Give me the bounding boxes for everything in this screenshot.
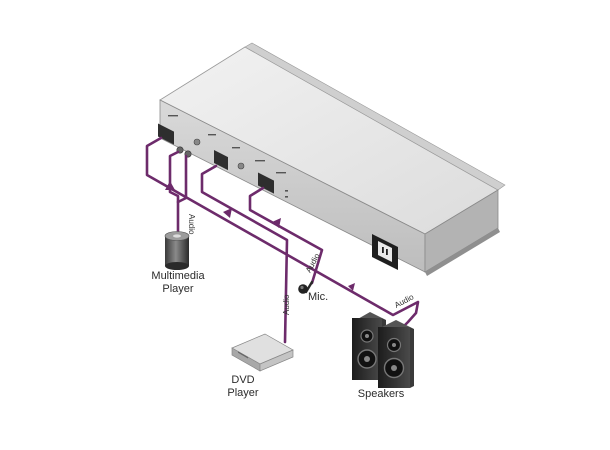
cable-speakers xyxy=(145,136,420,332)
knob-2 xyxy=(237,162,245,170)
speakers-label: Speakers xyxy=(346,388,416,401)
panel-markings xyxy=(168,115,288,198)
speaker-left xyxy=(352,312,386,380)
multimedia-player-label: Multimedia Player xyxy=(138,270,218,296)
microphone-icon xyxy=(298,280,314,294)
arrow-mic xyxy=(272,218,281,228)
speaker-right xyxy=(378,320,414,388)
arrow-dvd xyxy=(223,208,232,218)
device-bottom-rim xyxy=(425,228,500,276)
cable-label-multimedia: Audio xyxy=(187,214,196,235)
audio-device xyxy=(158,42,506,276)
cable-multimedia-player xyxy=(168,150,180,234)
cable-dvd-player xyxy=(200,164,289,344)
cable-arrows xyxy=(165,181,355,291)
mic-label: Mic. xyxy=(308,291,338,304)
cylinder-player-icon xyxy=(164,231,190,270)
mic-label-text: Mic. xyxy=(308,291,329,303)
terminal-block-1 xyxy=(158,123,174,145)
arrow-speakers xyxy=(348,283,355,291)
knob-1 xyxy=(193,138,201,146)
power-socket-icon xyxy=(372,234,398,270)
multimedia-player-label-line2: Player xyxy=(162,283,194,295)
cable-mic xyxy=(248,186,324,285)
dvd-player-label: DVD Player xyxy=(218,374,268,400)
speakers-label-text: Speakers xyxy=(357,388,405,400)
dvd-player-label-line1: DVD xyxy=(231,374,255,386)
device-rear-lip xyxy=(244,42,506,191)
cable-multimedia-player-b xyxy=(176,154,188,204)
dvd-player-icon xyxy=(231,333,294,372)
speaker-pair-icon xyxy=(352,312,414,388)
terminal-block-3 xyxy=(258,172,274,194)
terminal-block-2 xyxy=(214,150,228,171)
arrow-multimedia xyxy=(165,181,175,190)
dvd-player-label-line2: Player xyxy=(227,387,259,399)
audio-cables xyxy=(145,136,420,344)
multimedia-player-label-line1: Multimedia xyxy=(151,270,205,282)
cable-label-dvd: Audio xyxy=(282,294,291,315)
